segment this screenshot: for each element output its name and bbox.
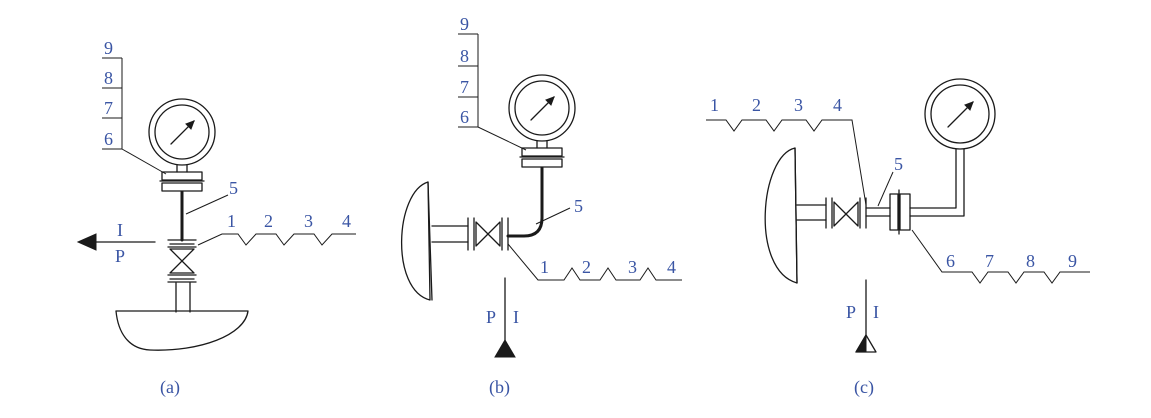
- lead-number-b-0: 9: [460, 14, 469, 34]
- zigzag-number-b-1: 2: [582, 257, 591, 277]
- zigzag-number-c-4: 6: [946, 251, 955, 271]
- valve-c: [833, 201, 859, 227]
- zigzag-number-a-2: 3: [304, 211, 313, 231]
- flow-label-left-b: P: [486, 307, 496, 327]
- zigzag-number-c-6: 8: [1026, 251, 1035, 271]
- vessel-c: [764, 147, 798, 284]
- zigzag-number-c-7: 9: [1068, 251, 1077, 271]
- flow-arrow-b: [494, 339, 516, 358]
- lead-number-a-2: 7: [104, 98, 113, 118]
- zigzag-number-c-5: 7: [985, 251, 994, 271]
- flange-b: [519, 147, 565, 168]
- zigzag-leader-a: [197, 233, 356, 246]
- zigzag-number-c-0: 1: [710, 95, 719, 115]
- valve-a: [167, 239, 197, 283]
- flow-label-top-a: I: [117, 220, 123, 240]
- zigzag-number-c-2: 3: [794, 95, 803, 115]
- valve-b: [475, 221, 501, 247]
- lead-stack-b: 9 8 7 6: [458, 14, 527, 151]
- zigzag-number-a-3: 4: [342, 211, 351, 231]
- pipe-number-a: 5: [229, 178, 238, 198]
- lead-stack-a: 9 8 7 6: [102, 38, 167, 175]
- panel-c: 1 2 3 4 5 6 7 8 9 P I (c): [706, 78, 1090, 398]
- pressure-gauge-b: [508, 74, 576, 149]
- pipe-number-c: 5: [894, 154, 903, 174]
- lead-number-a-3: 6: [104, 129, 113, 149]
- flow-arrow-a: [76, 233, 97, 251]
- zigzag-number-b-3: 4: [667, 257, 676, 277]
- pressure-gauge-a: [148, 98, 216, 173]
- caption-b: (b): [489, 377, 510, 398]
- flow-label-bottom-a: P: [115, 246, 125, 266]
- zigzag-number-b-2: 3: [628, 257, 637, 277]
- zigzag-leader-b: [507, 243, 682, 281]
- zigzag-leader-c-top: [706, 119, 867, 206]
- pressure-gauge-c: [924, 78, 996, 150]
- panel-b: 9 8 7 6 5 1 2 3 4 P I (b): [400, 14, 682, 398]
- lead-number-a-0: 9: [104, 38, 113, 58]
- vessel-b: [400, 181, 431, 301]
- flow-label-right-c: I: [873, 302, 879, 322]
- vessel-a: [115, 310, 249, 351]
- flow-label-right-b: I: [513, 307, 519, 327]
- caption-c: (c): [854, 377, 874, 398]
- lead-number-b-2: 7: [460, 77, 469, 97]
- flange-c: [889, 189, 911, 235]
- zigzag-number-a-0: 1: [227, 211, 236, 231]
- flow-label-left-c: P: [846, 302, 856, 322]
- pipe-number-b: 5: [574, 196, 583, 216]
- zigzag-number-b-0: 1: [540, 257, 549, 277]
- lead-number-b-1: 8: [460, 46, 469, 66]
- panel-a: I P 9 8 7 6 5 1 2 3 4 (a): [76, 38, 356, 398]
- gauge-stem-c: [909, 148, 957, 209]
- zigzag-number-a-1: 2: [264, 211, 273, 231]
- lead-number-b-3: 6: [460, 107, 469, 127]
- caption-a: (a): [160, 377, 180, 398]
- zigzag-number-c-1: 2: [752, 95, 761, 115]
- zigzag-leader-c-bottom: [911, 229, 1090, 284]
- zigzag-number-c-3: 4: [833, 95, 842, 115]
- impulse-pipe-b: [506, 166, 544, 238]
- flange-a: [159, 171, 205, 192]
- lead-number-a-1: 8: [104, 68, 113, 88]
